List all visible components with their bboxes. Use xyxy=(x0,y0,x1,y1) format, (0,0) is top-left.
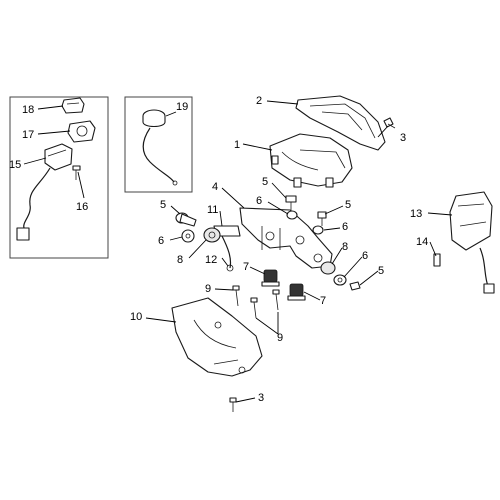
part-4-bracket xyxy=(239,207,333,269)
part-7-damper-left xyxy=(261,269,280,287)
callout-11: 11 xyxy=(207,204,218,216)
callout-9-left: 9 xyxy=(205,283,211,295)
part-1-instrument-panel xyxy=(269,133,353,188)
part-13-unit xyxy=(449,191,495,294)
part-2-upper-cover xyxy=(295,95,386,151)
callout-3-top: 3 xyxy=(400,132,406,144)
inset-frame-left xyxy=(9,96,109,259)
part-3-screw-top xyxy=(383,117,396,129)
callout-10: 10 xyxy=(130,311,142,323)
callout-labels: 18 17 15 16 19 2 3 1 4 5 6 5 6 8 11 12 5… xyxy=(9,95,428,404)
callout-8-right: 8 xyxy=(342,241,348,253)
callout-6-right: 6 xyxy=(342,221,348,233)
callout-5-right: 5 xyxy=(345,199,351,211)
part-19-ring xyxy=(142,109,178,186)
part-6-washer-lower-right xyxy=(333,274,347,286)
callout-6-left: 6 xyxy=(158,235,164,247)
callout-6-center: 6 xyxy=(256,195,262,207)
part-16-screw xyxy=(72,165,81,180)
part-6-washer-center xyxy=(286,210,298,220)
callout-3-bottom: 3 xyxy=(258,392,264,404)
callout-1: 1 xyxy=(234,139,240,151)
part-9-screw-a xyxy=(232,285,240,307)
inset-frame-19 xyxy=(124,96,193,193)
callout-9-bottom: 9 xyxy=(277,332,283,344)
callout-5-left: 5 xyxy=(160,199,166,211)
leader-lines xyxy=(23,100,453,403)
part-3-screw-bottom xyxy=(229,397,237,412)
callout-8-left: 8 xyxy=(177,254,183,266)
part-6-washer-left xyxy=(181,229,195,243)
callout-14: 14 xyxy=(416,236,428,248)
part-9-screw-c xyxy=(272,289,280,311)
callout-2: 2 xyxy=(256,95,262,107)
callout-16: 16 xyxy=(76,201,88,213)
part-6-washer-right xyxy=(312,225,324,235)
callout-19: 19 xyxy=(176,101,188,113)
callout-4: 4 xyxy=(212,181,218,193)
callout-17: 17 xyxy=(22,129,34,141)
callout-7-right: 7 xyxy=(320,295,326,307)
callout-18: 18 xyxy=(22,104,34,116)
part-17-bracket xyxy=(67,120,96,143)
part-10-lower-cover xyxy=(171,297,263,377)
callout-7-left: 7 xyxy=(243,261,249,273)
callout-6-lower-right: 6 xyxy=(362,250,368,262)
callout-5-lower-right: 5 xyxy=(378,265,384,277)
callout-5-center: 5 xyxy=(262,176,268,188)
part-8-grommet-right xyxy=(320,261,336,275)
part-5-screw-left xyxy=(175,212,197,227)
part-15-sensor xyxy=(16,143,73,241)
part-18-cap xyxy=(61,97,85,114)
callout-12: 12 xyxy=(205,254,217,266)
callout-13: 13 xyxy=(410,208,422,220)
part-5-screw-right xyxy=(317,211,327,226)
part-9-screw-b xyxy=(250,297,258,319)
part-5-screw-lower-right xyxy=(349,281,361,291)
part-14-pin xyxy=(433,253,441,267)
part-8-grommet-left xyxy=(203,227,221,243)
part-7-damper-right xyxy=(287,283,306,301)
callout-15: 15 xyxy=(9,159,21,171)
part-5-screw-center xyxy=(285,195,297,212)
